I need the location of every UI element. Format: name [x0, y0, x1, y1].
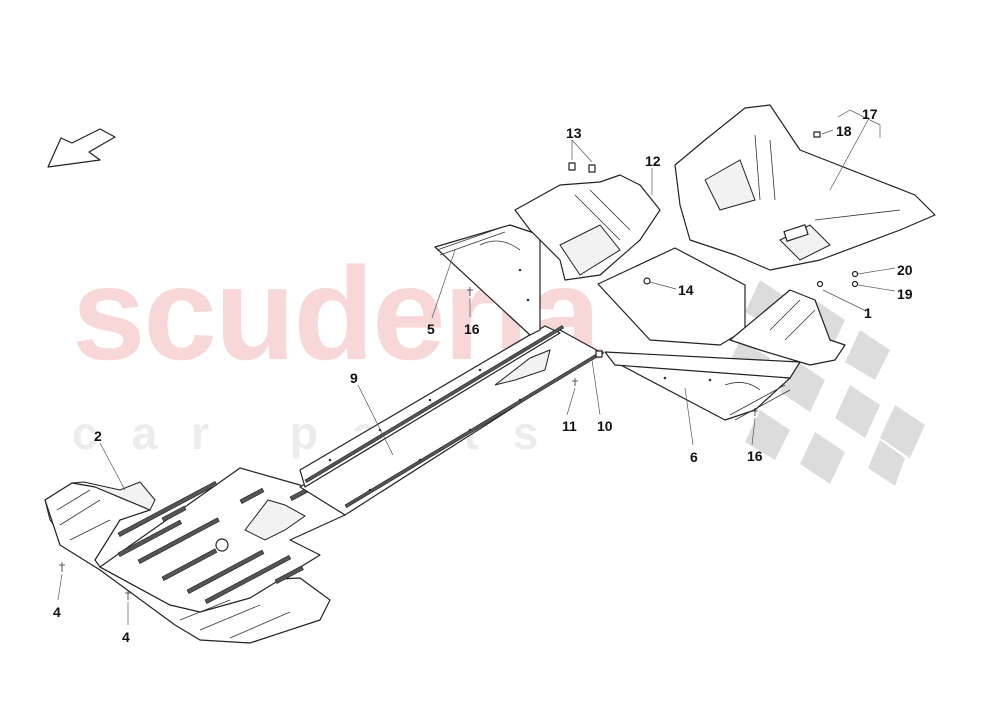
callout-19: 19 [897, 286, 913, 302]
rear-main-panel [674, 104, 936, 271]
callout-11: 11 [562, 418, 577, 434]
front-underbody-panel [44, 467, 346, 644]
callout-16: 16 [747, 448, 763, 464]
callout-14: 14 [678, 282, 694, 298]
callout-17: 17 [862, 106, 878, 122]
leader-lines [57, 109, 896, 625]
callout-5: 5 [427, 321, 435, 337]
callout-6: 6 [690, 449, 698, 465]
callout-1: 1 [864, 305, 872, 321]
callout-2: 2 [94, 428, 102, 444]
center-tunnel-panel [299, 325, 605, 516]
access-cover [597, 247, 746, 346]
callout-10: 10 [597, 418, 613, 434]
callout-4: 4 [53, 604, 61, 620]
callout-18: 18 [836, 123, 852, 139]
callout-20: 20 [897, 262, 913, 278]
callout-12: 12 [645, 153, 661, 169]
front-panel-ribs [117, 480, 315, 604]
rear-left-duct [514, 174, 661, 281]
fasteners [59, 131, 859, 600]
bolt-holes [328, 268, 712, 492]
callout-4: 4 [122, 629, 130, 645]
right-rear-panel [604, 351, 801, 421]
left-rear-panel [434, 224, 541, 336]
callout-9: 9 [350, 370, 358, 386]
callout-16: 16 [464, 321, 480, 337]
arrow-down-left-icon [47, 128, 116, 168]
right-rear-duct [729, 289, 846, 366]
callout-13: 13 [566, 125, 582, 141]
